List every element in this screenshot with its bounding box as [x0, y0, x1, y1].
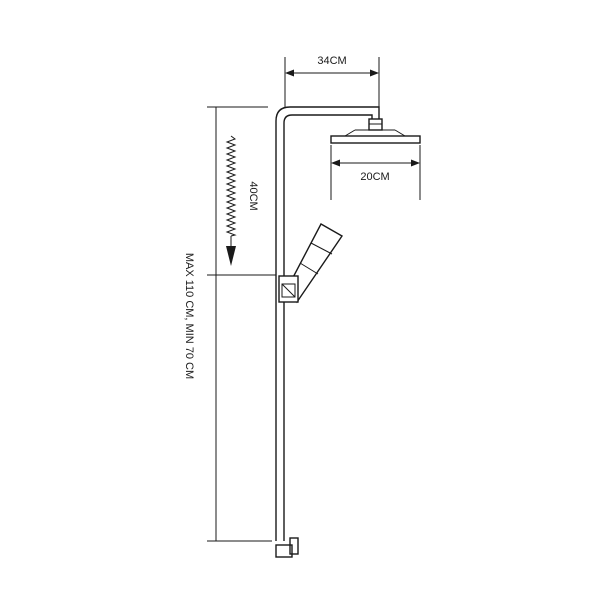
slide-travel-label: 40CM [247, 181, 259, 210]
spring-zigzag [225, 135, 237, 237]
riser-pipe [275, 106, 380, 541]
bottom-elbow [275, 537, 299, 558]
height-extension-lines [207, 106, 276, 542]
head-width-label: 20CM [360, 171, 389, 183]
slide-travel-dimension: 40CM [225, 135, 259, 266]
arm-width-label: 34CM [317, 55, 346, 67]
down-arrowhead [226, 246, 236, 266]
slide-bracket [278, 275, 299, 303]
arm-width-dimension: 34CM [284, 55, 380, 107]
overhead-shower [330, 118, 421, 144]
height-range-label: MAX 110 CM, MIN 70 CM [183, 253, 195, 379]
head-width-dimension: 20CM [330, 145, 421, 200]
shower-head-plate [330, 135, 421, 144]
